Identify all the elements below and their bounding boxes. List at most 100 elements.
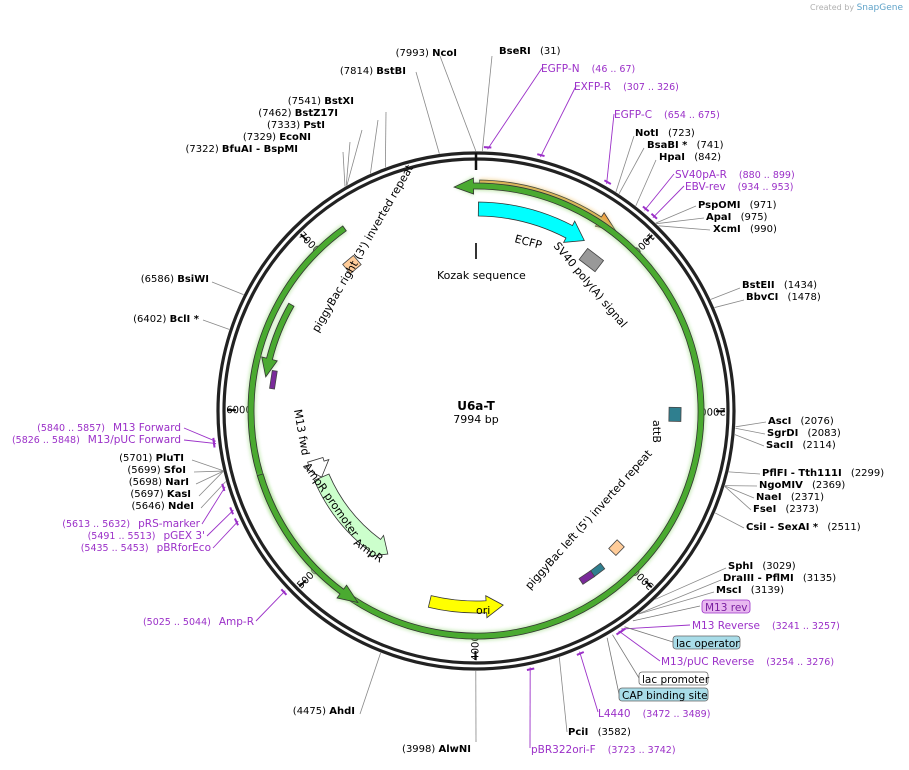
site-bsteii: BstEII (1434) (742, 280, 817, 291)
site-leader (559, 657, 567, 732)
site-leader (194, 471, 223, 472)
site-nari: (5698) NarI (129, 477, 189, 488)
site-leader (482, 56, 492, 151)
site-hpai: HpaI (842) (659, 152, 721, 163)
primer-exfp-r: EXFP-R(307 .. 326) (574, 81, 679, 93)
site-msci: MscI (3139) (716, 585, 784, 596)
primer-pbr322ori-f: pBR322ori-F(3723 .. 3742) (531, 744, 676, 756)
site-psti: (7333) PstI (267, 120, 325, 131)
primer-site-mark (604, 180, 610, 184)
primer-m13-forward: (5840 .. 5857)M13 Forward (37, 422, 181, 434)
feature-leader (612, 635, 639, 678)
primer-pbrforeco: (5435 .. 5453)pBRforEco (81, 542, 211, 554)
site-pluti: (5701) PluTI (119, 453, 184, 464)
site-leader (203, 320, 229, 329)
box-lac-operator-label: lac operator (676, 638, 740, 650)
primer-amp-r: (5025 .. 5044)Amp-R (143, 616, 254, 628)
site-leader (199, 471, 223, 496)
site-draiii-pflmi: DraIII - PflMI (3135) (723, 573, 836, 584)
primer-leader (645, 174, 674, 210)
primer-prs-marker: (5613 .. 5632)pRS-marker (62, 518, 200, 530)
site-leader (735, 428, 765, 434)
feature-leader (607, 638, 619, 694)
primer-pgex3: (5491 .. 5513)pGEX 3' (88, 530, 205, 542)
site-asci: AscI (2076) (768, 416, 834, 427)
feature-m13fwd-block (270, 371, 278, 390)
primer-site-mark (214, 440, 215, 447)
site-leader (192, 460, 223, 471)
plasmid-size: 7994 bp (453, 413, 498, 426)
site-ahdi: (4475) AhdI (293, 706, 355, 717)
site-leader (711, 288, 740, 299)
site-leader (385, 112, 386, 167)
site-bstxi: (7541) BstXI (288, 96, 354, 107)
primer-leader (207, 510, 233, 536)
site-bbvci: BbvCI (1478) (746, 292, 821, 303)
site-econi: (7329) EcoNI (243, 132, 311, 143)
site-ngomiv: NgoMIV (2369) (759, 480, 845, 491)
site-csii-sexai: CsiI - SexAI * (2511) (746, 522, 861, 533)
box-m13-rev-label: M13 rev (705, 602, 748, 614)
site-bsabi: BsaBI * (741) (647, 140, 724, 151)
primer-leader (621, 625, 690, 629)
site-leader (343, 152, 345, 186)
site-leader (735, 435, 764, 446)
primer-m13-reverse: M13 Reverse(3241 .. 3257) (692, 620, 840, 632)
site-bfuai-bspmi: (7322) BfuAI - BspMI (185, 144, 298, 155)
primer-l4440: L4440(3472 .. 3489) (598, 708, 710, 720)
primer-m13-puc-reverse: M13/pUC Reverse(3254 .. 3276) (661, 656, 834, 668)
site-leader (346, 142, 350, 186)
primer-leader (256, 591, 285, 621)
site-leader (725, 486, 754, 498)
box-lac-promoter-label: lac promoter (642, 674, 710, 686)
primer-site-mark (527, 668, 534, 670)
plasmid-name: U6a-T (457, 399, 495, 413)
site-naei: NaeI (2371) (756, 492, 824, 503)
site-kasi: (5697) KasI (130, 489, 191, 500)
site-leader (729, 472, 760, 474)
site-sfoi: (5699) SfoI (127, 465, 186, 476)
primer-leader (184, 440, 216, 444)
site-sgrdi: SgrDI (2083) (767, 428, 841, 439)
primer-egfp-n: EGFP-N(46 .. 67) (541, 63, 635, 75)
site-leader (659, 226, 710, 230)
site-leader (370, 120, 378, 173)
site-leader (347, 130, 362, 185)
site-bsiwi: (6586) BsiWI (141, 274, 209, 285)
site-fsei: FseI (2373) (753, 504, 819, 515)
primer-leader (202, 487, 225, 524)
site-ndei: (5646) NdeI (132, 501, 194, 512)
feature-pbleft-block (609, 540, 625, 556)
site-leader (196, 471, 223, 484)
site-ncoi: (7993) NcoI (396, 48, 457, 59)
primer-leader (213, 521, 238, 548)
primer-sv40pa-r: SV40pA-R(880 .. 899) (675, 169, 795, 181)
site-leader (440, 56, 476, 151)
site-bstz17i: (7462) BstZ17I (258, 108, 338, 119)
primer-ebv-rev: EBV-rev(934 .. 953) (685, 181, 793, 193)
site-leader (212, 282, 244, 295)
site-pflfi-tth111i: PflFI - Tth111I (2299) (762, 468, 884, 479)
feature-label-m13fwd: M13 fwd (291, 408, 312, 456)
primer-leader (580, 652, 598, 712)
site-pcii: PciI (3582) (568, 727, 631, 738)
feature-label-ori: ori (476, 604, 490, 617)
primer-site-mark (577, 652, 584, 655)
site-pspomi: PspOMI (971) (698, 200, 777, 211)
site-leader (656, 218, 704, 224)
site-sphi: SphI (3029) (728, 561, 796, 572)
snapgene-credit: Created by SnapGene (810, 3, 903, 13)
primer-leader (540, 86, 576, 157)
primer-site-mark (537, 154, 544, 156)
primer-m13-puc-forward: (5826 .. 5848)M13/pUC Forward (12, 434, 181, 446)
primer-leader (184, 428, 216, 441)
feature-attb-block (669, 407, 681, 421)
primer-egfp-c: EGFP-C(654 .. 675) (614, 109, 720, 121)
box-cap-binding-site-label: CAP binding site (622, 690, 708, 702)
site-leader (636, 160, 656, 206)
primer-site-mark (222, 484, 224, 491)
site-alwni: (3998) AlwNI (402, 744, 471, 755)
site-xcmi: XcmI (990) (713, 224, 777, 235)
site-bstbi: (7814) BstBI (340, 66, 406, 77)
site-leader (736, 422, 766, 427)
